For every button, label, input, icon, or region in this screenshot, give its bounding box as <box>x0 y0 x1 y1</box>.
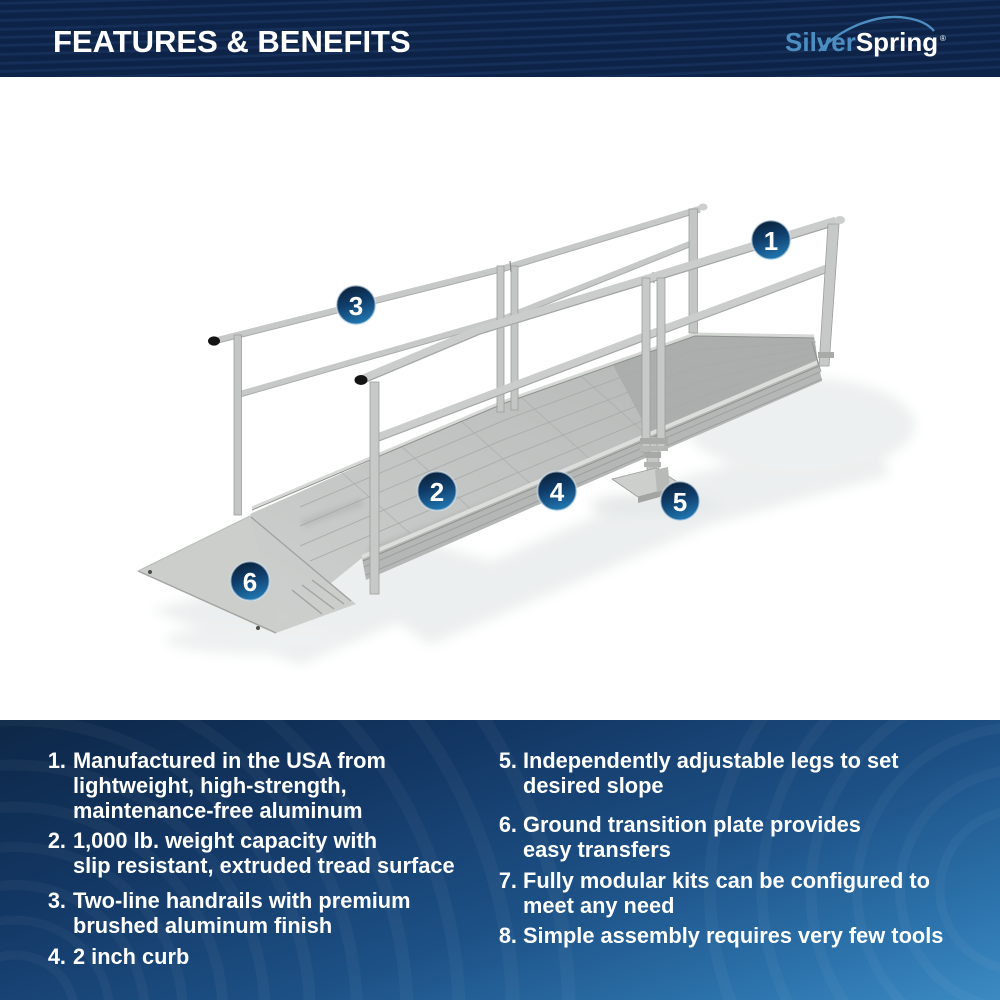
svg-text:4: 4 <box>550 477 565 507</box>
svg-text:1: 1 <box>764 226 778 256</box>
svg-text:®: ® <box>940 34 946 43</box>
svg-text:2: 2 <box>430 477 444 507</box>
svg-text:3: 3 <box>349 291 363 321</box>
svg-text:SilverSpring: SilverSpring <box>785 27 938 57</box>
svg-text:5: 5 <box>673 487 687 517</box>
svg-text:6: 6 <box>243 567 257 597</box>
